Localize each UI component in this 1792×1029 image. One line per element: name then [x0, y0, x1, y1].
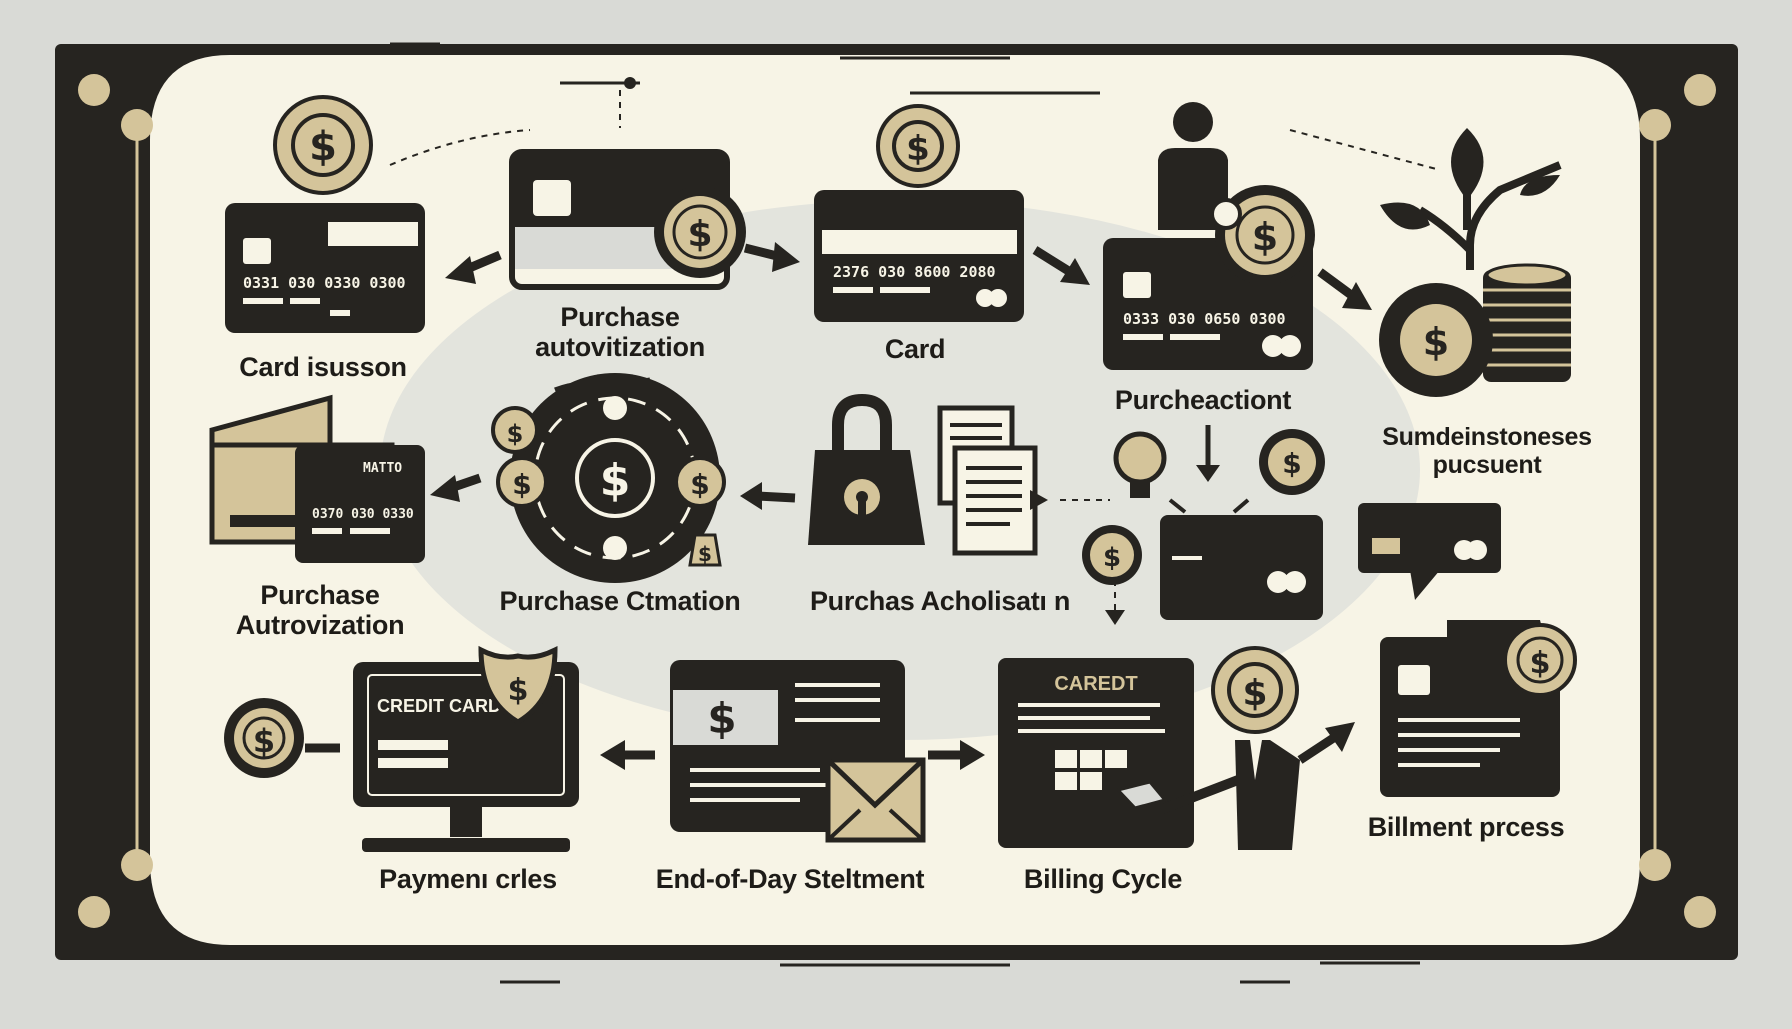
svg-text:$: $ — [690, 468, 709, 501]
gear-coin-icon: $ — [1210, 185, 1315, 285]
arrow-icon — [600, 740, 655, 770]
dollar-coin-icon: $ — [1503, 623, 1577, 697]
credit-card-icon: MATTO 0370 030 0330 — [295, 445, 425, 563]
documents-icon — [937, 405, 1038, 556]
dollar-coin-icon: $ — [1211, 646, 1299, 734]
svg-text:$: $ — [508, 673, 529, 708]
label-purchas-acholisation: Purchas Acholisatı n — [809, 586, 1071, 616]
bill-title: CAREDT — [1054, 673, 1137, 695]
svg-text:$: $ — [309, 124, 337, 170]
svg-text:$: $ — [1252, 215, 1278, 259]
coin-cycle-icon: $ $ $ $ $ — [491, 373, 726, 583]
label-summary-top-right: Sumdeinstoneses pucsuent — [1382, 423, 1592, 479]
chat-card-icon — [1358, 503, 1501, 600]
gear-coin-icon: $ — [654, 186, 746, 278]
svg-text:$: $ — [906, 129, 930, 169]
padlock-bag-icon — [808, 393, 925, 545]
dollar-coin-icon: $ — [273, 95, 373, 195]
label-purchase-transaction: Purcheactiont — [1114, 385, 1292, 415]
bill-document-icon: CAREDT — [998, 658, 1194, 848]
label-purchase-authorization-top: Purchase autovitization — [535, 302, 705, 362]
arrow-icon — [928, 740, 985, 770]
label-end-of-day-statement: End-of-Day Steltment — [655, 864, 925, 894]
svg-text:$: $ — [1530, 646, 1551, 681]
credit-card-icon: 0331 030 0330 0300 — [225, 203, 425, 333]
arrow-icon — [740, 482, 796, 510]
arrow-icon — [1297, 722, 1355, 764]
svg-text:$: $ — [600, 455, 631, 506]
card-tag: MATTO — [363, 461, 402, 476]
card-number: 0331 030 0330 0300 — [243, 274, 406, 292]
svg-text:$: $ — [698, 542, 712, 566]
svg-text:$: $ — [512, 468, 531, 501]
label-card-issuance: Card isusson — [239, 352, 407, 382]
person-icon — [1158, 102, 1228, 230]
card-number: 0370 030 0330 — [312, 507, 414, 522]
label-line: Purchase — [260, 580, 380, 610]
svg-text:$: $ — [1423, 320, 1449, 364]
svg-text:$: $ — [1282, 447, 1301, 480]
credit-card-icon: 2376 030 8600 2080 — [814, 190, 1024, 322]
gear-coin-icon: $ — [224, 698, 304, 778]
lightbulb-icon — [1113, 431, 1167, 498]
label-payment-cycles: Paymenı crles — [379, 864, 557, 894]
svg-text:$: $ — [707, 694, 736, 743]
arrow-icon — [430, 473, 482, 502]
label-line: Autrovization — [235, 610, 405, 641]
arrow-icon — [743, 242, 800, 272]
dollar-coin-icon: $ — [1379, 283, 1493, 397]
arrow-icon — [445, 250, 502, 284]
shield-dollar-icon: $ — [478, 645, 558, 725]
screen-title: CREDIT CARD — [377, 696, 501, 716]
credit-card-icon — [1160, 498, 1323, 620]
svg-text:$: $ — [253, 722, 275, 760]
gear-coin-icon: $ — [1082, 525, 1142, 585]
gear-coin-icon: $ — [1259, 429, 1325, 495]
arrow-icon — [1032, 246, 1090, 285]
label-billing-cycle: Billing Cycle — [1023, 864, 1183, 894]
label-purchase-authorization-left: Purchase Autrovization — [236, 580, 405, 640]
label-line: Purchase — [560, 302, 680, 332]
plant-sprout-icon — [1380, 128, 1562, 270]
dollar-coin-icon: $ — [876, 104, 960, 188]
label-purchase-ctmation: Purchase Ctmation — [499, 586, 741, 616]
card-number: 2376 030 8600 2080 — [833, 263, 996, 281]
envelope-icon — [825, 757, 926, 843]
label-line: Sumdeinstoneses — [1382, 423, 1592, 451]
label-line: pucsuent — [1432, 451, 1542, 479]
svg-text:$: $ — [1103, 543, 1121, 573]
coin-stack-icon — [1483, 263, 1571, 382]
arrow-icon — [1317, 268, 1372, 310]
label-line: autovitization — [535, 332, 705, 363]
arrow-icon — [1196, 425, 1220, 482]
svg-text:$: $ — [687, 214, 712, 255]
svg-text:$: $ — [507, 420, 524, 448]
label-card: Card — [884, 334, 946, 364]
label-billment-process: Billment prcess — [1367, 812, 1565, 842]
card-number: 0333 030 0650 0300 — [1123, 310, 1286, 328]
svg-text:$: $ — [1242, 673, 1267, 714]
businessman-icon — [1158, 740, 1300, 850]
flow-arrows — [305, 242, 1372, 770]
